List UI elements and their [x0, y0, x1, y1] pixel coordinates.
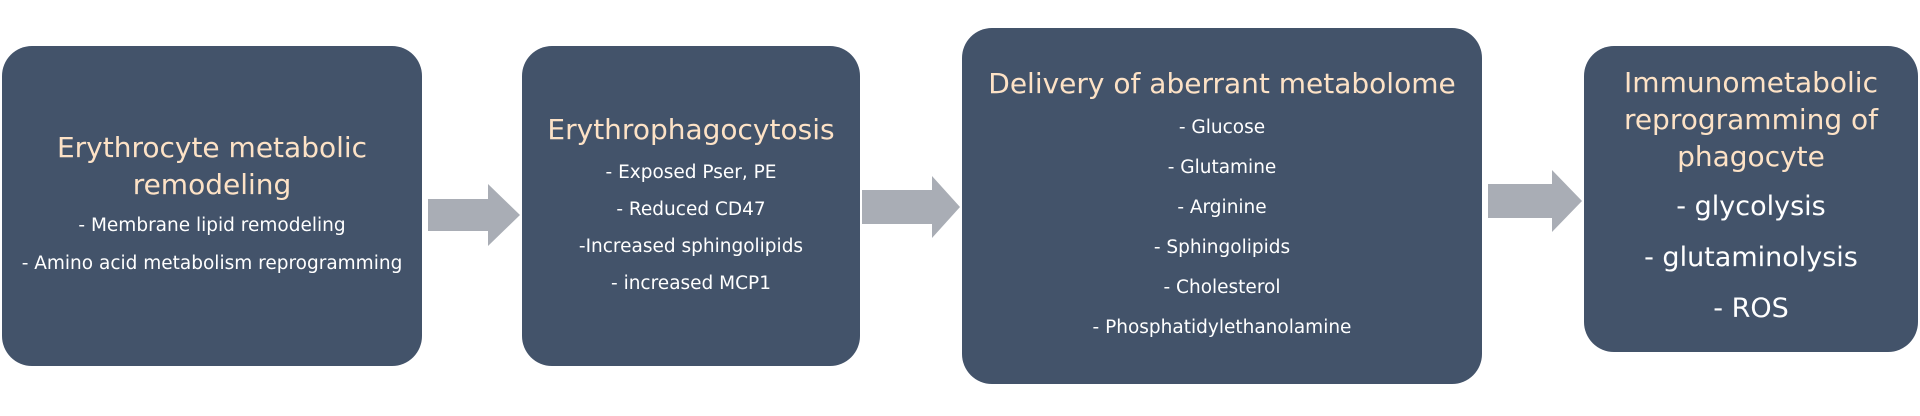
box-immunometabolic-reprogramming: Immunometabolic reprogramming of phagocy…: [1584, 46, 1918, 352]
arrow-right-icon: [1488, 170, 1582, 232]
list-item: - Cholesterol: [1163, 276, 1281, 298]
box-title: Delivery of aberrant metabolome: [988, 66, 1456, 100]
arrow-right-icon: [862, 176, 960, 238]
list-item: - Amino acid metabolism reprogramming: [21, 253, 403, 274]
box-title: Erythrophagocytosis: [547, 112, 835, 146]
box-delivery-of-aberrant-metabolome: Delivery of aberrant metabolome - Glucos…: [962, 28, 1482, 384]
list-item: - Arginine: [1177, 196, 1267, 218]
arrow-right-icon: [428, 184, 520, 246]
list-item: - Phosphatidylethanolamine: [1092, 316, 1352, 338]
list-item: - glycolysis: [1676, 191, 1826, 222]
box-title: Erythrocyte metabolic remodeling: [56, 131, 368, 201]
list-item: - glutaminolysis: [1644, 242, 1858, 273]
list-item: - Membrane lipid remodeling: [78, 215, 346, 236]
list-item: - ROS: [1713, 293, 1789, 324]
list-item: - Reduced CD47: [616, 198, 766, 220]
list-item: - increased MCP1: [611, 272, 771, 294]
box-title: Immunometabolic reprogramming of phagocy…: [1623, 66, 1879, 173]
list-item: -Increased sphingolipids: [578, 235, 804, 257]
list-item: - Sphingolipids: [1153, 236, 1291, 258]
box-erythrocyte-metabolic-remodeling: Erythrocyte metabolic remodeling - Membr…: [2, 46, 422, 366]
list-item: - Glucose: [1178, 116, 1266, 138]
list-item: - Exposed Pser, PE: [605, 161, 777, 183]
list-item: - Glutamine: [1167, 156, 1277, 178]
box-erythrophagocytosis: Erythrophagocytosis - Exposed Pser, PE -…: [522, 46, 860, 366]
